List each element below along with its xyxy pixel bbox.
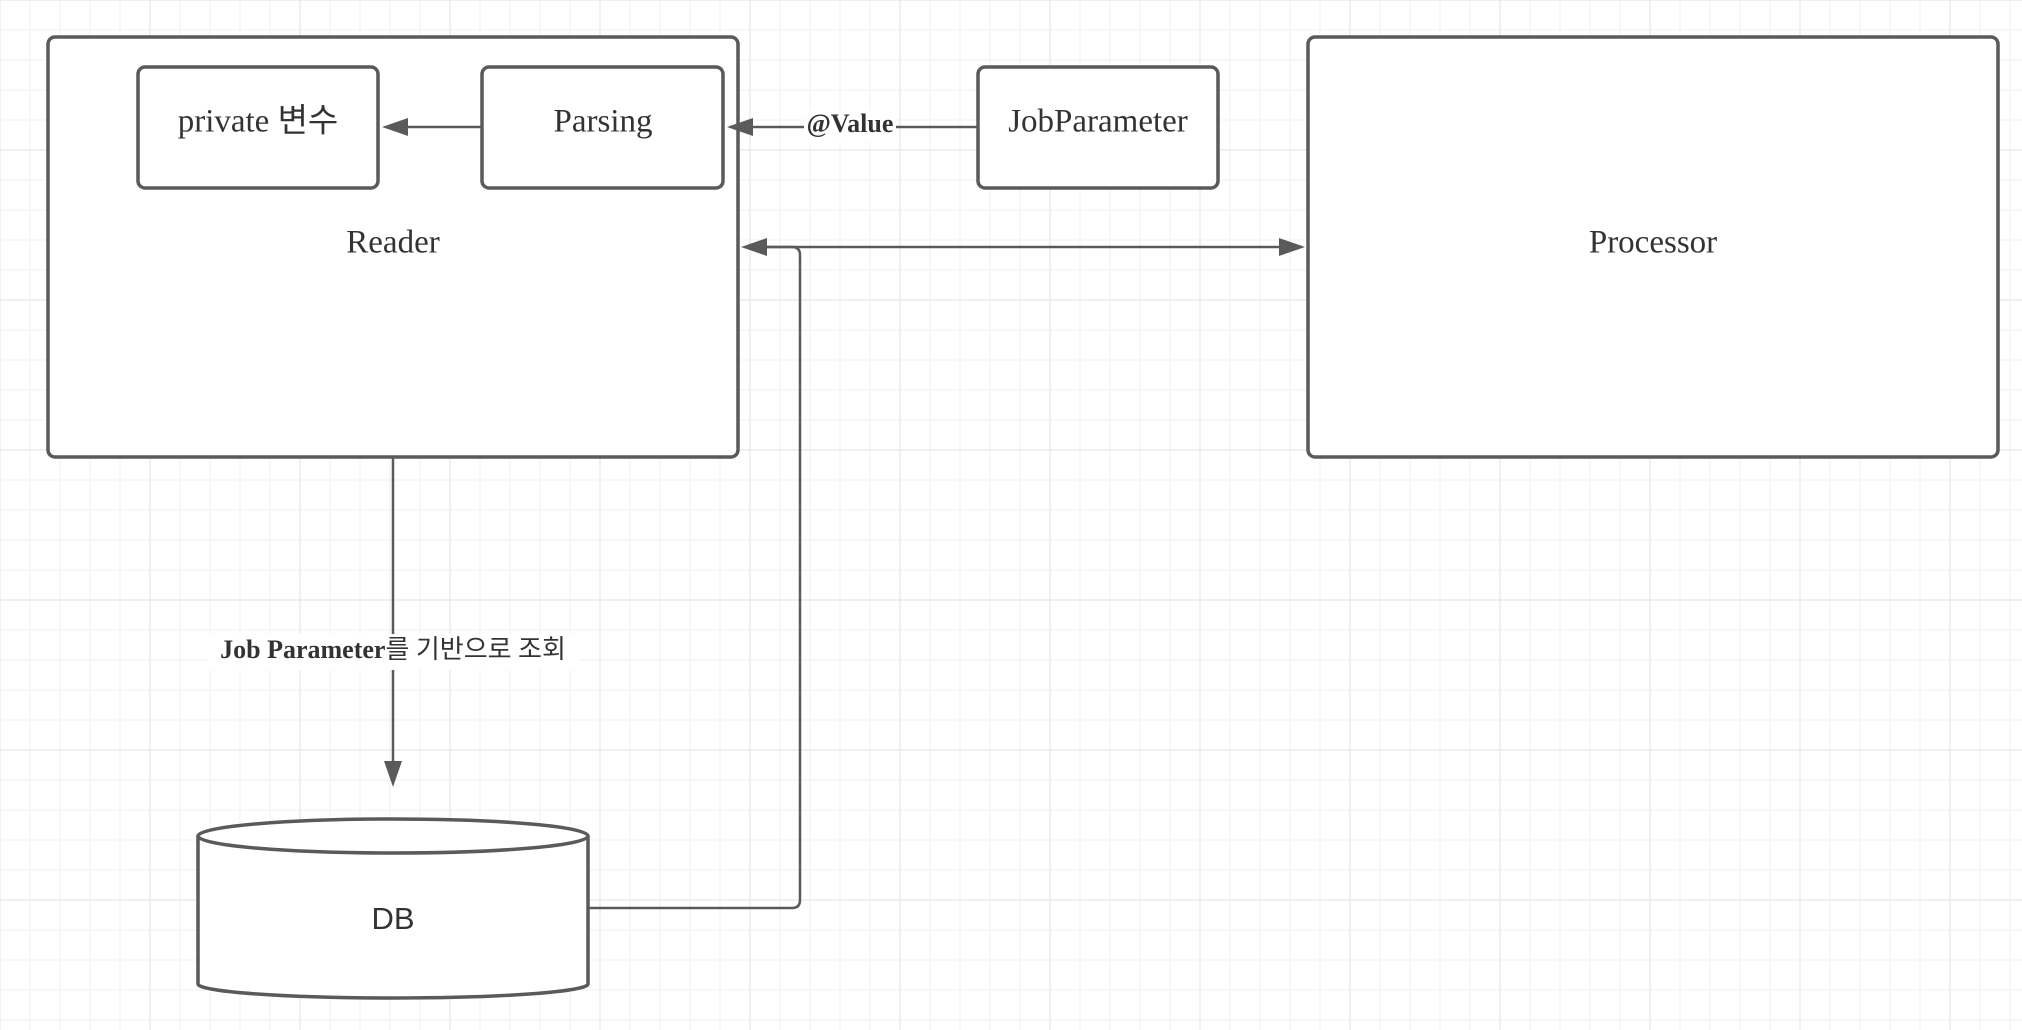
processor-box[interactable] xyxy=(1306,35,2000,459)
value-annotation-label: @Value xyxy=(807,109,894,138)
private-variable-label: private 변수 xyxy=(178,104,339,140)
parsing-label: Parsing xyxy=(554,104,653,140)
edge-reader-processor xyxy=(741,238,1305,256)
edge-db-to-reader xyxy=(588,245,802,910)
db-label: DB xyxy=(371,901,414,936)
arrowhead-left-icon xyxy=(741,238,767,256)
processor-label: Processor xyxy=(1589,225,1717,261)
edge-job-parameter-to-parsing: @Value xyxy=(727,109,978,142)
private-variable-box[interactable] xyxy=(136,65,380,190)
reader-label: Reader xyxy=(346,225,439,261)
query-annotation-bold: Job Parameter xyxy=(220,635,385,664)
arrowhead-down-icon xyxy=(384,761,402,787)
query-annotation-rest: 를 기반으로 조회 xyxy=(385,635,565,664)
arrowhead-left-icon xyxy=(382,118,408,136)
edge-reader-to-db: Job Parameter를 기반으로 조회 xyxy=(208,457,578,787)
arrowhead-left-icon xyxy=(727,118,753,136)
arrowhead-right-icon xyxy=(1279,238,1305,256)
edge-parsing-to-private-variable xyxy=(382,118,482,136)
query-annotation-label: Job Parameter를 기반으로 조회 xyxy=(220,635,566,664)
job-parameter-label: JobParameter xyxy=(1008,104,1188,140)
database-cylinder-icon[interactable]: DB xyxy=(196,817,590,1000)
